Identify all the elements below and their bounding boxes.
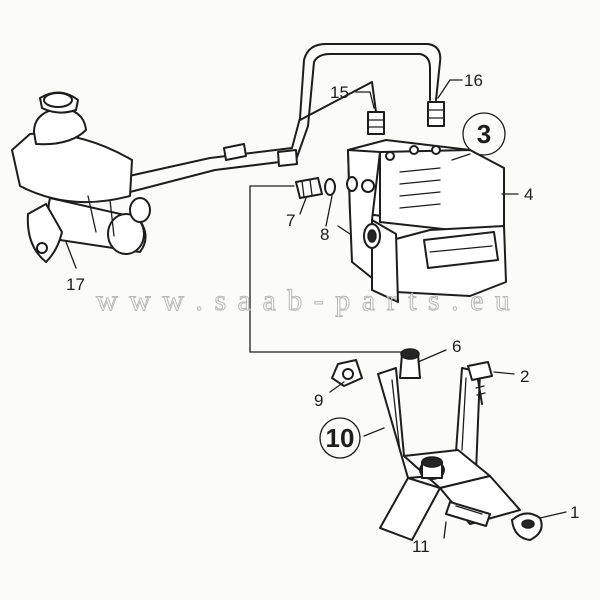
callout-2: 2 (520, 367, 529, 386)
callout-17: 17 (66, 275, 85, 294)
callout-7: 7 (286, 211, 295, 230)
assembly-line (249, 185, 405, 353)
mounting-bracket (377, 367, 521, 541)
callout-15: 15 (330, 83, 349, 102)
callout-4: 4 (524, 185, 533, 204)
callout-1: 1 (570, 503, 579, 522)
clip (445, 501, 491, 527)
watermark: w w w . s a a b - p a r t s . e u (96, 284, 512, 317)
callout-9: 9 (314, 391, 323, 410)
callout-10-circle (319, 417, 361, 459)
bolt (467, 361, 493, 405)
rubber-mount (399, 348, 421, 379)
callout-6: 6 (452, 337, 461, 356)
brake-pipes (119, 43, 442, 193)
leader-lines (65, 79, 567, 539)
abs-modulator (347, 139, 507, 303)
pipe-unions (367, 101, 445, 135)
callout-11: 11 (412, 537, 430, 556)
callout-16: 16 (464, 71, 483, 90)
callout-3: 3 (477, 119, 491, 149)
port-plug-and-washer (295, 176, 358, 199)
callout-8: 8 (320, 225, 329, 244)
grommet (511, 512, 543, 541)
flange-nut (331, 359, 363, 387)
callout-10: 10 (326, 423, 355, 453)
master-cylinder (11, 91, 151, 263)
callout-3-circle (462, 112, 506, 156)
